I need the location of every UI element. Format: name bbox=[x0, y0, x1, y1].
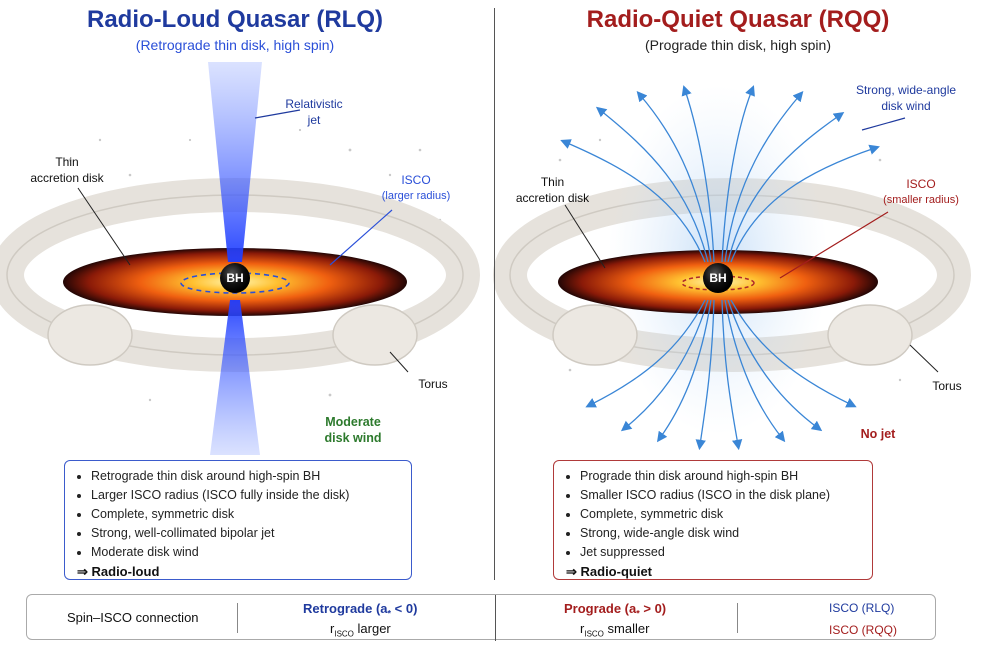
torus-end-left-r bbox=[552, 304, 638, 366]
torus-end-right bbox=[332, 304, 418, 366]
wind-label: Moderate disk wind bbox=[324, 415, 382, 445]
summary-item: Prograde thin disk around high-spin BH bbox=[580, 467, 860, 486]
panel-divider bbox=[494, 8, 495, 580]
torus-label: Torus bbox=[418, 377, 448, 391]
retrograde-risco: rISCO larger bbox=[330, 621, 391, 639]
summary-item: Moderate disk wind bbox=[91, 543, 399, 562]
bh-label: BH bbox=[226, 271, 244, 285]
prograde-risco: rISCO smaller bbox=[580, 621, 650, 639]
summary-item: Smaller ISCO radius (ISCO in the disk pl… bbox=[580, 486, 860, 505]
spin-isco-label: Spin–ISCO connection bbox=[67, 610, 199, 625]
rlq-subtitle: (Retrograde thin disk, high spin) bbox=[135, 37, 335, 53]
summary-item: Complete, symmetric disk bbox=[91, 505, 399, 524]
rqq-summary-box: Prograde thin disk around high-spin BH S… bbox=[553, 460, 873, 580]
summary-item: Strong, well-collimated bipolar jet bbox=[91, 524, 399, 543]
summary-item: Larger ISCO radius (ISCO fully inside th… bbox=[91, 486, 399, 505]
rqq-illustration bbox=[493, 85, 971, 451]
legend-rqq: ISCO (RQQ) bbox=[829, 623, 897, 637]
retrograde-title: Retrograde (a* < 0) bbox=[303, 601, 418, 619]
summary-item: Retrograde thin disk around high-spin BH bbox=[91, 467, 399, 486]
black-hole-right bbox=[703, 263, 733, 293]
summary-item: Complete, symmetric disk bbox=[580, 505, 860, 524]
jet-down bbox=[210, 300, 260, 455]
legend-rlq: ISCO (RLQ) bbox=[829, 601, 895, 615]
prograde-title: Prograde (a* > 0) bbox=[564, 601, 667, 619]
disk-label: Thin accretion disk bbox=[30, 155, 104, 185]
rlq-summary-box: Retrograde thin disk around high-spin BH… bbox=[64, 460, 412, 580]
torus-label-right: Torus bbox=[932, 379, 962, 393]
wind-label-right: Strong, wide-angle disk wind bbox=[855, 83, 957, 113]
rqq-subtitle: (Prograde thin disk, high spin) bbox=[645, 37, 831, 53]
rlq-conclusion: ⇒ Radio-loud bbox=[77, 564, 160, 579]
jet-up bbox=[208, 62, 262, 262]
bh-label-right: BH bbox=[709, 271, 727, 285]
rqq-conclusion: ⇒ Radio-quiet bbox=[566, 564, 652, 579]
black-hole bbox=[220, 263, 250, 293]
rqq-title: Radio-Quiet Quasar (RQQ) bbox=[586, 6, 890, 33]
isco-label: ISCO (larger radius) bbox=[381, 173, 451, 202]
bar-center-divider bbox=[495, 595, 496, 641]
wind-streamlines bbox=[560, 85, 880, 451]
bar-divider-2 bbox=[737, 603, 738, 633]
summary-item: Jet suppressed bbox=[580, 543, 860, 562]
no-jet-label: No jet bbox=[860, 427, 896, 441]
dust-cloud-right bbox=[558, 138, 922, 382]
summary-item: Strong, wide-angle disk wind bbox=[580, 524, 860, 543]
disk-label-right: Thin accretion disk bbox=[515, 175, 590, 205]
spin-isco-bar: Spin–ISCO connection Retrograde (a* < 0)… bbox=[26, 594, 936, 641]
isco-label-right: ISCO (smaller radius) bbox=[883, 177, 959, 206]
jet-label: Relativistic jet bbox=[285, 97, 343, 127]
bar-divider bbox=[237, 603, 238, 633]
torus-end-left bbox=[47, 304, 133, 366]
torus-end-right-r bbox=[827, 304, 913, 366]
rlq-title: Radio-Loud Quasar (RLQ) bbox=[87, 6, 383, 33]
rlq-illustration bbox=[0, 62, 480, 455]
